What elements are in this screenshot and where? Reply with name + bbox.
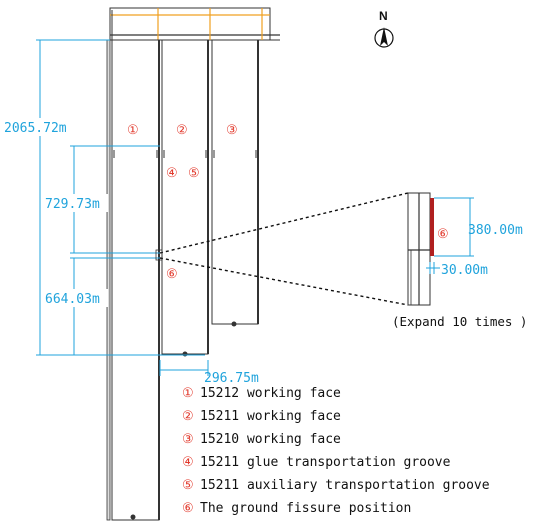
top-structure xyxy=(109,7,280,41)
legend-marker-5: ⑤ xyxy=(182,477,194,492)
legend-item-1: ① 15212 working face xyxy=(182,385,341,401)
legend-label-5: 15211 auxiliary transportation groove xyxy=(200,478,490,493)
working-face-15211 xyxy=(161,39,209,357)
marker-4: ④ xyxy=(166,165,178,180)
dim-offset-width: 296.75m xyxy=(204,371,259,386)
legend-label-3: 15210 working face xyxy=(200,432,341,447)
dim-lower-segment: 664.03m xyxy=(45,292,100,307)
legend-marker-4: ④ xyxy=(182,454,194,469)
gallery-brackets xyxy=(113,150,257,158)
face-markers: ① ② ③ ④ ⑤ ⑥ xyxy=(127,122,238,281)
marker-3: ③ xyxy=(226,122,238,137)
legend-item-6: ⑥ The ground fissure position xyxy=(182,500,411,516)
legend-marker-1: ① xyxy=(182,385,194,400)
fissure-zone xyxy=(430,198,434,256)
working-face-15212 xyxy=(106,39,160,521)
legend-marker-2: ② xyxy=(182,408,194,423)
legend-item-5: ⑤ 15211 auxiliary transportation groove xyxy=(182,477,490,493)
marker-5: ⑤ xyxy=(188,165,200,180)
legend-label-1: 15212 working face xyxy=(200,386,341,401)
zoom-detail: ⑥ 380.00m 30.00m xyxy=(407,192,523,306)
legend-marker-3: ③ xyxy=(182,431,194,446)
legend-item-2: ② 15211 working face xyxy=(182,408,341,424)
north-label: N xyxy=(379,9,388,23)
marker-6: ⑥ xyxy=(166,266,178,281)
legend-item-3: ③ 15210 working face xyxy=(182,431,341,447)
legend: ① 15212 working face ② 15211 working fac… xyxy=(182,385,490,516)
dimension-labels: 2065.72m 729.73m 664.03m 296.75m xyxy=(2,118,259,386)
legend-label-6: The ground fissure position xyxy=(200,501,411,516)
dim-zoom-width: 30.00m xyxy=(441,263,488,278)
north-arrow-icon: N xyxy=(374,9,394,48)
dim-zoom-height: 380.00m xyxy=(468,223,523,238)
dim-total-length: 2065.72m xyxy=(4,121,67,136)
zoom-projection xyxy=(155,192,409,306)
legend-label-2: 15211 working face xyxy=(200,409,341,424)
dim-upper-segment: 729.73m xyxy=(45,197,100,212)
working-face-15210 xyxy=(211,39,259,327)
zoom-marker: ⑥ xyxy=(437,226,449,241)
marker-1: ① xyxy=(127,122,139,137)
dimension-lines xyxy=(36,39,209,376)
marker-2: ② xyxy=(176,122,188,137)
expand-note: (Expand 10 times ) xyxy=(392,314,527,329)
legend-marker-6: ⑥ xyxy=(182,500,194,515)
legend-item-4: ④ 15211 glue transportation groove xyxy=(182,454,451,470)
legend-label-4: 15211 glue transportation groove xyxy=(200,455,451,470)
